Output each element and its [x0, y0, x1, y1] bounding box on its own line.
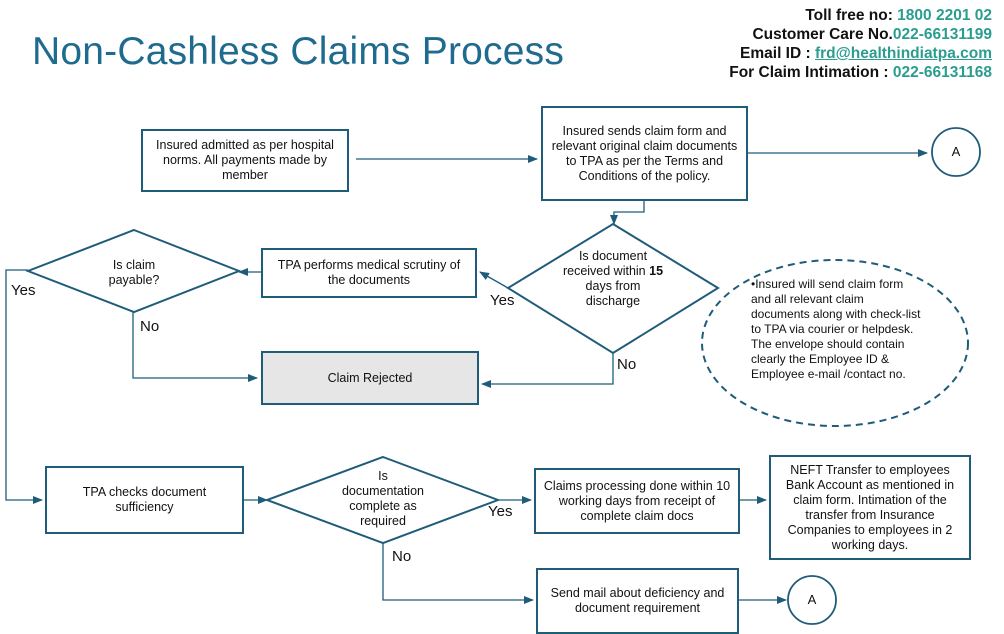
- box-sends-form: Insured sends claim form and relevant or…: [541, 106, 748, 201]
- box-scrutiny-text: TPA performs medical scrutiny of the doc…: [277, 258, 461, 287]
- page-title: Non-Cashless Claims Process: [32, 30, 565, 73]
- decision-doc-complete: [264, 455, 501, 545]
- intimation-value: 022-66131168: [892, 64, 992, 81]
- edge-docreceived-yes: [479, 271, 509, 289]
- box-admitted-text: Insured admitted as per hospital norms. …: [156, 138, 334, 182]
- care-label: Customer Care No.: [752, 26, 893, 43]
- email-link[interactable]: frd@healthindiatpa.com: [814, 45, 992, 62]
- box-send-mail: Send mail about deficiency and document …: [536, 568, 739, 634]
- box-scrutiny: TPA performs medical scrutiny of the doc…: [261, 248, 477, 298]
- doc-received-days: 15: [649, 264, 664, 278]
- edge-docreceived-no: [481, 353, 614, 388]
- edge-payable-yes: [5, 269, 43, 504]
- note-text: •Insured will send claim form and all re…: [751, 277, 921, 381]
- email-row: Email ID : frd@healthindiatpa.com: [612, 44, 992, 63]
- care-value: 022-66131199: [892, 26, 992, 43]
- label-no-claim-payable: No: [140, 318, 160, 335]
- email-label: Email ID :: [740, 45, 811, 62]
- box-neft: NEFT Transfer to employees Bank Account …: [769, 455, 971, 560]
- connector-a-bottom: [787, 575, 837, 625]
- tollfree-value: 1800 2201 02: [897, 7, 992, 24]
- box-claim-rejected-text: Claim Rejected: [327, 370, 413, 385]
- contact-info: Toll free no: 1800 2201 02 Customer Care…: [612, 6, 992, 82]
- box-processing-text: Claims processing done within 10 working…: [543, 478, 731, 523]
- label-yes-claim-payable: Yes: [11, 282, 36, 299]
- decision-claim-payable: [25, 228, 242, 314]
- decision-doc-received-text: Is document received within 15 days from…: [558, 249, 668, 309]
- intimation-row: For Claim Intimation : 022-66131168: [612, 63, 992, 82]
- connector-a-top: [931, 127, 981, 177]
- doc-received-text-2: days from discharge: [585, 279, 641, 308]
- edge-sendform-to-docreceived: [610, 200, 645, 225]
- box-processing: Claims processing done within 10 working…: [534, 468, 740, 534]
- decision-claim-payable-text: Is claim payable?: [108, 258, 160, 287]
- connector-a-top-label: A: [951, 144, 961, 159]
- box-send-mail-text: Send mail about deficiency and document …: [550, 586, 725, 615]
- intimation-label: For Claim Intimation :: [729, 64, 889, 81]
- box-sends-form-text: Insured sends claim form and relevant or…: [551, 123, 738, 183]
- doc-received-text-1: Is document received within: [562, 249, 648, 278]
- box-checks-sufficiency: TPA checks document sufficiency: [45, 466, 244, 534]
- box-neft-text: NEFT Transfer to employees Bank Account …: [785, 462, 955, 552]
- edge-payable-no: [132, 312, 258, 382]
- tollfree-row: Toll free no: 1800 2201 02: [612, 6, 992, 25]
- label-yes-doc-received: Yes: [490, 292, 515, 309]
- care-row: Customer Care No.022-66131199: [612, 25, 992, 44]
- note-ellipse: [701, 259, 969, 427]
- label-yes-doc-complete: Yes: [488, 503, 513, 520]
- decision-doc-received: [506, 222, 720, 355]
- tollfree-label: Toll free no:: [805, 7, 893, 24]
- box-checks-sufficiency-text: TPA checks document sufficiency: [82, 485, 207, 514]
- label-no-doc-complete: No: [392, 548, 412, 565]
- label-no-doc-received: No: [617, 356, 637, 373]
- box-claim-rejected: Claim Rejected: [261, 351, 479, 405]
- decision-doc-complete-text: Is documentation complete as required: [341, 469, 424, 528]
- edge-complete-no: [382, 543, 534, 604]
- box-admitted: Insured admitted as per hospital norms. …: [141, 129, 349, 192]
- connector-a-bottom-label: A: [807, 592, 817, 607]
